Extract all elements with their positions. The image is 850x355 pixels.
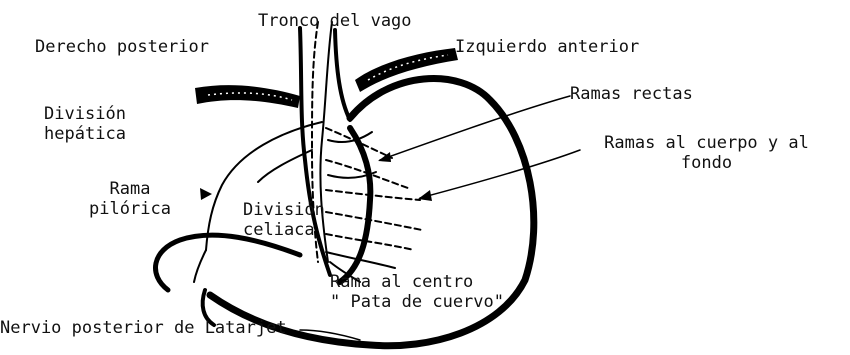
pyloric-branch-nerve <box>194 250 206 282</box>
trunk-branch-solid-1 <box>328 132 372 142</box>
body-branch-3 <box>326 234 414 250</box>
label-division-hepatica: División hepática <box>5 104 165 144</box>
label-ramas-rectas: Ramas rectas <box>570 84 693 104</box>
body-branch-2 <box>326 212 422 230</box>
label-tronco-vago: Tronco del vago <box>258 11 412 31</box>
esophagus-right-wall <box>335 30 350 120</box>
fundus-branch-1 <box>326 128 392 158</box>
label-rama-centro: Rama al centro " Pata de cuervo" <box>330 272 504 312</box>
leader-ramas-cuerpo <box>420 150 580 198</box>
leader-ramas-rectas <box>380 96 570 160</box>
stomach-antrum <box>156 235 301 290</box>
diaphragm-left <box>195 85 300 108</box>
label-division-celiaca: División celiaca <box>243 200 325 240</box>
label-rama-pilorica: Rama pilórica <box>50 179 210 219</box>
label-nervio-latarjet: Nervio posterior de Latarjet <box>0 318 287 338</box>
label-izquierdo-anterior: Izquierdo anterior <box>455 37 639 57</box>
label-derecho-posterior: Derecho posterior <box>35 37 209 57</box>
label-ramas-cuerpo-fondo: Ramas al cuerpo y al fondo <box>565 133 848 173</box>
